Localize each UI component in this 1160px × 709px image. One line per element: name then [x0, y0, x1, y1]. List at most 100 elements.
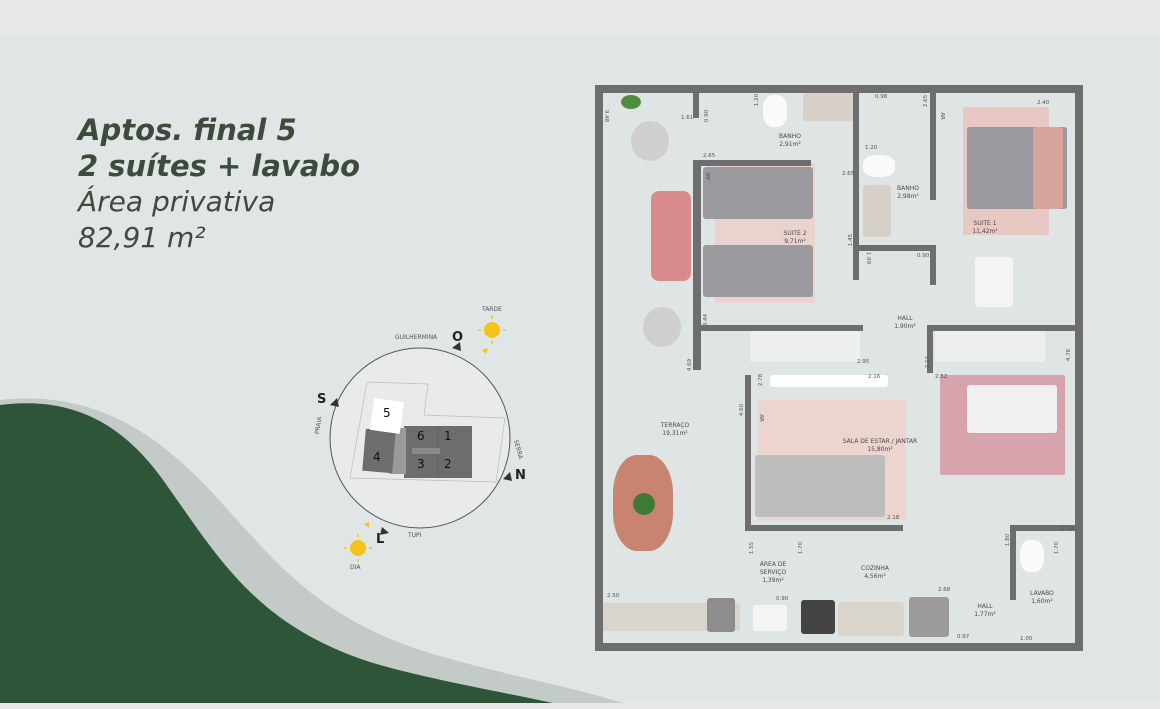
room-area: 1,77m² [974, 611, 996, 618]
street-tupi: TUPI [408, 532, 422, 539]
heading-unit: Aptos. final 5 [78, 113, 297, 147]
wall [595, 85, 1083, 93]
refrigerator [909, 597, 949, 637]
room-name: SUITE 1 [973, 220, 997, 227]
armchair-1 [631, 121, 669, 161]
dimension: 1.12 [1061, 526, 1074, 532]
stove [801, 600, 835, 634]
wall [1075, 85, 1083, 651]
dimension: 4.69 [687, 358, 694, 372]
decorative-green-wave [0, 398, 640, 709]
ac-label: AR [705, 172, 712, 180]
room-area: 15,80m² [867, 446, 893, 453]
dimension: 1.45 [848, 233, 855, 247]
living-sofa [755, 455, 885, 517]
cardinal-north: N [515, 468, 526, 483]
suite1-wardrobe [935, 330, 1045, 362]
dimension: 2.50 [607, 593, 620, 599]
unit-1: 1 [444, 429, 452, 443]
dimension: 1.20 [865, 145, 878, 151]
room-area: 2,98m² [897, 193, 919, 200]
room-area: 9,71m² [784, 238, 806, 245]
wall [693, 160, 811, 166]
heading-type: 2 suítes + lavabo [78, 149, 361, 183]
heading-area-value: 82,91 m² [78, 221, 206, 254]
cardinal-east: L [376, 532, 385, 547]
wall [1010, 525, 1016, 600]
suite2-bed-1 [703, 167, 813, 219]
label-dia: DIA [350, 564, 361, 571]
dimension: 3.44 [703, 313, 710, 327]
wall [1010, 525, 1080, 531]
dimension: 2.40 [1037, 100, 1050, 106]
wall [930, 245, 936, 285]
room-name: LAVABO [1030, 590, 1054, 597]
room-name: TERRAÇO [660, 422, 690, 429]
suite1-ottoman [975, 257, 1013, 307]
room-name: SALA DE ESTAR / JANTAR [842, 438, 918, 445]
room-name: HALL [897, 315, 913, 322]
wall [595, 643, 1083, 651]
room-name: HALL [977, 603, 993, 610]
wall [745, 525, 903, 531]
dimension: 9.48 [603, 109, 610, 123]
dimension: 2.16 [868, 374, 881, 380]
unit-4: 4 [373, 450, 381, 464]
room-area: 4,56m² [864, 573, 886, 580]
room-name: SUITE 2 [783, 230, 807, 237]
sink-banho1 [803, 93, 853, 121]
armchair-2 [643, 307, 681, 347]
room-area: 1,39m² [762, 577, 784, 584]
wall [595, 85, 603, 651]
room-name: COZINHA [861, 565, 889, 572]
dimension: 1.80 [1005, 533, 1012, 547]
room-name: BANHO [897, 185, 919, 192]
suite2-bed-2 [703, 245, 813, 297]
top-strip [0, 0, 1160, 33]
kitchen-sink-counter [838, 602, 904, 636]
washing-machine [707, 598, 735, 632]
wall [853, 90, 859, 280]
wall [927, 325, 933, 373]
toilet-banho1 [763, 95, 787, 127]
dimension: 1.70 [798, 541, 805, 555]
dimension: 0.98 [875, 94, 888, 100]
street-guilhermina: GUILHERMINA [395, 334, 438, 341]
room-name: BANHO [779, 133, 801, 140]
dimension: 1.55 [749, 541, 756, 555]
dimension: 2.78 [758, 373, 765, 387]
room-area: 1,90m² [894, 323, 916, 330]
cardinal-west: O [452, 330, 464, 345]
room-area: 11,42m² [972, 228, 998, 235]
wall [693, 90, 699, 118]
sink-banho2 [863, 185, 891, 237]
wall [927, 325, 1077, 331]
dimension: 2.11 [925, 355, 932, 369]
wall [693, 325, 863, 331]
room-name: ÁREA DE SERVIÇO [759, 561, 787, 576]
dimension: 2.65 [923, 94, 930, 108]
room-area: 2,91m² [779, 141, 801, 148]
tv-panel [770, 375, 888, 387]
heading-area-label: Área privativa [78, 185, 276, 218]
plant [621, 95, 641, 109]
wall [745, 375, 751, 530]
label-tarde: TARDE [482, 306, 502, 313]
laundry-sink [753, 605, 787, 631]
dimension: 2.52 [935, 374, 948, 380]
cardinal-south: S [317, 392, 327, 407]
dimension: 2.65 [842, 171, 855, 177]
ac-label: AR [938, 112, 945, 120]
bottom-strip [0, 703, 1160, 709]
wall [693, 160, 701, 370]
toilet-banho2 [863, 155, 895, 177]
dimension: 2.65 [703, 153, 716, 159]
